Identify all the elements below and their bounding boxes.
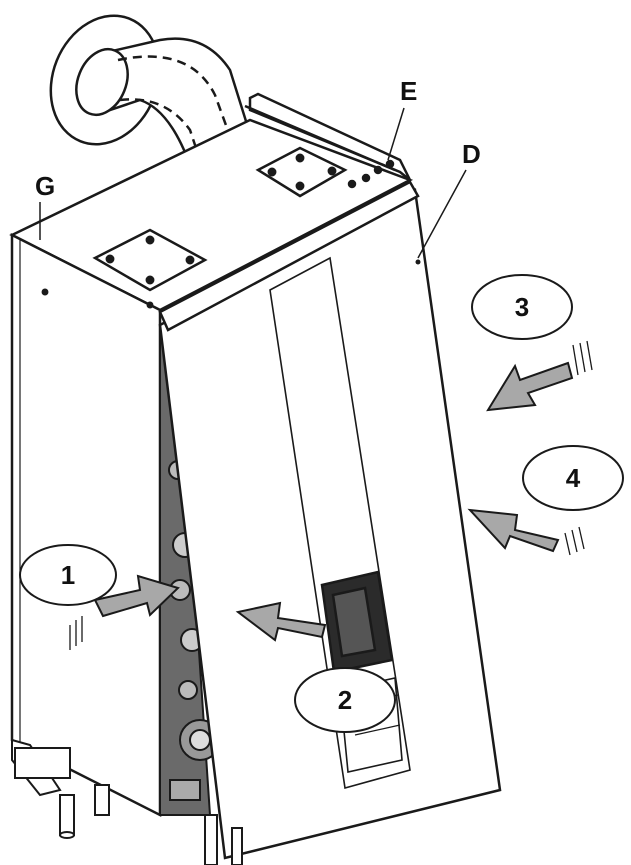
step-4-number: 4	[566, 463, 581, 493]
callout-step-1: 1	[19, 544, 117, 606]
callout-step-2: 2	[294, 667, 396, 733]
step-3-number: 3	[515, 292, 529, 322]
front-panel-d	[158, 180, 502, 860]
callout-step-4: 4	[522, 445, 624, 511]
bottom-fittings	[11, 738, 243, 865]
side-panel-g	[10, 232, 162, 818]
step-2-number: 2	[338, 685, 352, 715]
arrow-step-4	[467, 508, 585, 556]
label-g: G	[35, 171, 55, 240]
label-e: E	[387, 76, 417, 161]
boiler-top-surface	[9, 92, 414, 312]
arrow-step-2	[235, 601, 327, 642]
arrow-step-1	[69, 574, 180, 650]
label-e-text: E	[400, 76, 417, 106]
label-d: D	[415, 139, 481, 265]
label-g-text: G	[35, 171, 55, 201]
arrow-step-3	[486, 340, 593, 412]
label-d-text: D	[462, 139, 481, 169]
step-1-number: 1	[61, 560, 75, 590]
callout-step-3: 3	[471, 274, 573, 340]
